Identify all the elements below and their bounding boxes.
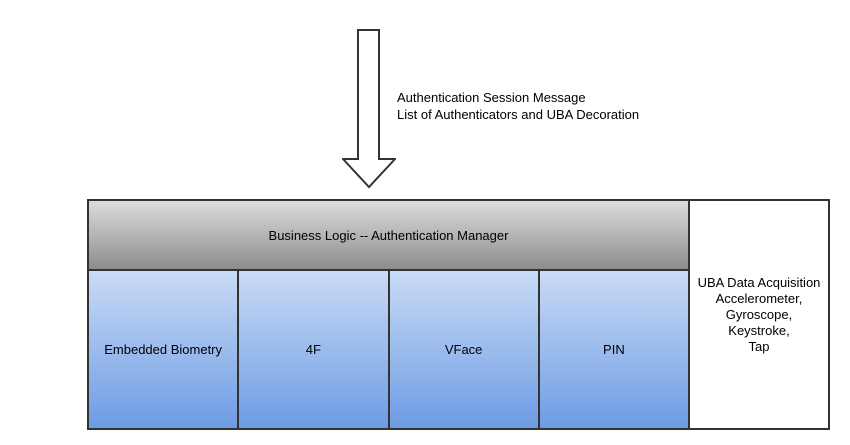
uba-data-acquisition-label: UBA Data Acquisition Accelerometer, Gyro…	[697, 274, 821, 354]
authenticator-label: PIN	[603, 342, 625, 357]
down-arrow-icon	[342, 29, 396, 189]
business-logic-box: Business Logic -- Authentication Manager	[89, 201, 688, 271]
authenticator-label: Embedded Biometry	[104, 342, 223, 357]
authenticator-box-vface: VFace	[389, 271, 540, 428]
authenticators-row: Embedded Biometry 4F VFace PIN	[89, 271, 688, 428]
auth-architecture-diagram: Business Logic -- Authentication Manager…	[87, 199, 830, 430]
authenticator-box-embedded-biometry: Embedded Biometry	[89, 271, 240, 428]
business-logic-group: Business Logic -- Authentication Manager…	[87, 199, 690, 430]
arrow-annotation-line-1: Authentication Session Message	[397, 90, 586, 105]
authenticator-box-4f: 4F	[239, 271, 390, 428]
authenticator-label: 4F	[305, 342, 321, 357]
arrow-annotation: Authentication Session Message List of A…	[397, 89, 639, 123]
arrow-annotation-line-2: List of Authenticators and UBA Decoratio…	[397, 107, 640, 122]
authenticator-box-pin: PIN	[539, 271, 688, 428]
business-logic-label: Business Logic -- Authentication Manager	[268, 227, 509, 243]
authenticator-label: VFace	[444, 342, 483, 357]
uba-data-acquisition-box: UBA Data Acquisition Accelerometer, Gyro…	[690, 199, 830, 430]
